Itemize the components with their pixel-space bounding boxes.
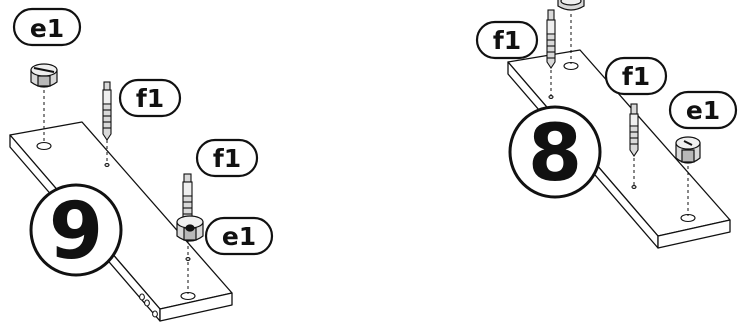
label-bubble-e1-farright: e1: [668, 90, 738, 130]
label-f1-left: f1: [136, 84, 164, 113]
label-bubble-f1-left: f1: [118, 78, 182, 118]
label-bubble-e1-right: e1: [204, 216, 274, 256]
step-label-8: 8: [528, 109, 582, 199]
cam-fitting-e1-right: [176, 215, 204, 242]
step-number-8: 8: [508, 105, 602, 199]
cam-fitting-e1-topleft: [30, 63, 58, 88]
bolt-f1-top: [546, 9, 556, 69]
step-label-9: 9: [49, 187, 103, 277]
guide-lines-left: [43, 90, 189, 294]
bolt-f1-left: [102, 81, 112, 141]
label-f1-topleft: f1: [493, 26, 521, 55]
label-e1-topleft: e1: [30, 14, 64, 43]
label-bubble-e1-topleft: e1: [12, 7, 82, 47]
label-f1-right: f1: [213, 144, 241, 173]
label-bubble-f1-middle: f1: [604, 56, 668, 96]
step-8-illustration: f1 f1 e1 8: [475, 0, 738, 249]
step-9-illustration: e1 f1 f1 e1 9: [9, 7, 274, 322]
edge-holes-left: [139, 293, 158, 318]
cam-fitting-e1-right-step8: [675, 136, 701, 164]
step-number-9: 9: [29, 183, 123, 277]
bolt-f1-middle: [629, 103, 639, 157]
label-bubble-f1-right: f1: [195, 138, 259, 178]
label-f1-middle: f1: [622, 62, 650, 91]
guide-lines-right: [550, 14, 689, 216]
label-bubble-f1-topleft: f1: [475, 20, 539, 60]
label-e1-right: e1: [222, 222, 256, 251]
cam-fitting-e1-top-cropped: [557, 0, 585, 11]
label-e1-farright: e1: [686, 96, 720, 125]
